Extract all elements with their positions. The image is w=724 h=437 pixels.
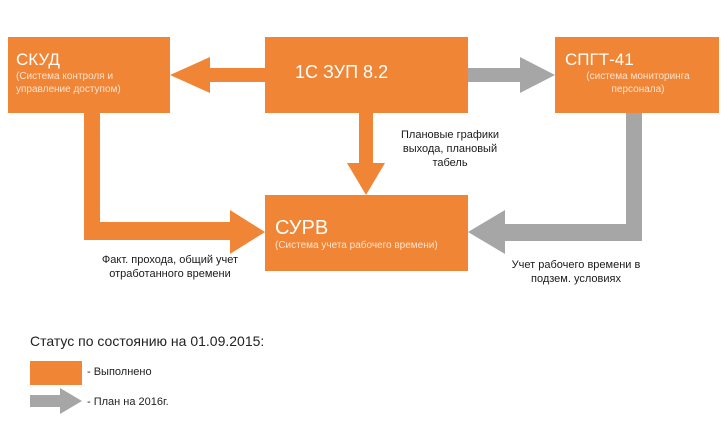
skud-subtitle: (Система контроля и управление доступом) [16, 71, 121, 95]
spgt-subtitle: (система мониторинга персонала) [586, 71, 690, 95]
arrow-zup-to-surv [347, 113, 385, 195]
zup-title: 1С ЗУП 8.2 [295, 62, 389, 82]
legend-plan-arrow [30, 388, 82, 414]
legend-done-label: - Выполнено [87, 366, 152, 378]
legend-plan-label: - План на 2016г. [87, 396, 169, 408]
status-title: Статус по состоянию на 01.09.2015: [30, 333, 265, 349]
legend-done-swatch [30, 361, 82, 385]
arrow-zup-to-skud [170, 57, 265, 93]
arrow-spgt-to-surv [468, 113, 642, 254]
surv-subtitle: (Система учета рабочего времени) [275, 240, 438, 251]
spgt-title: СПГТ-41 [565, 50, 634, 69]
arrow-zup-to-spgt [468, 57, 555, 93]
skud-title: СКУД [16, 50, 60, 69]
skud-box: СКУД (Система контроля и управление дост… [8, 37, 170, 113]
surv-title: СУРВ [275, 217, 329, 239]
surv-box: СУРВ (Система учета рабочего времени) [265, 195, 468, 271]
underground-work-note: Учет рабочего времени в подзем. условиях [511, 259, 641, 285]
spgt-box: СПГТ-41 (система мониторинга персонала) [555, 37, 719, 113]
zup-box: 1С ЗУП 8.2 [265, 37, 468, 113]
fact-passage-note: Факт. прохода, общий учет отработанного … [101, 254, 239, 280]
arrow-skud-to-surv [84, 113, 265, 254]
plan-schedule-note: Плановые графики выхода, плановый табель [401, 129, 499, 169]
